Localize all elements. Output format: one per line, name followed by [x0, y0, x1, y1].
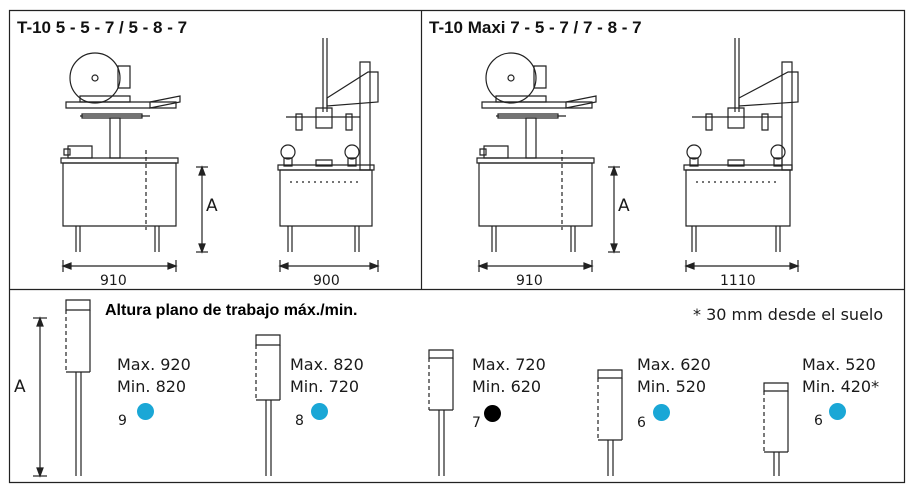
position-1-level: 9 — [118, 413, 127, 429]
right-height-arrow — [608, 167, 620, 252]
right-front-dimension — [479, 260, 592, 272]
position-3-dot — [484, 405, 501, 422]
position-5-level: 6 — [814, 413, 823, 429]
right-panel-title: T-10 Maxi 7 - 5 - 7 / 7 - 8 - 7 — [429, 18, 642, 37]
left-side-dimension — [280, 260, 378, 272]
left-height-label: A — [206, 196, 218, 216]
height-column-3 — [429, 350, 453, 476]
right-front-width-label: 910 — [516, 273, 543, 289]
right-side-width-label: 1110 — [720, 273, 756, 289]
position-2-dot — [311, 403, 328, 420]
position-4-min: Min. 520 — [637, 377, 707, 396]
position-1-max: Max. 920 — [117, 355, 191, 374]
position-2-min: Min. 720 — [290, 377, 360, 396]
position-3-max: Max. 720 — [472, 355, 546, 374]
heights-footnote: * 30 mm desde el suelo — [693, 305, 884, 324]
heights-height-label: A — [14, 377, 26, 397]
left-side-view — [278, 38, 378, 252]
left-front-view — [61, 53, 180, 252]
position-2-max: Max. 820 — [290, 355, 364, 374]
height-column-4 — [598, 370, 622, 476]
position-4-level: 6 — [637, 415, 646, 431]
height-column-5 — [764, 383, 788, 476]
position-5-min: Min. 420* — [802, 377, 880, 396]
position-1-min: Min. 820 — [117, 377, 187, 396]
height-column-1 — [66, 300, 90, 476]
left-height-arrow — [196, 167, 208, 252]
outer-frame — [10, 11, 905, 483]
left-panel-title: T-10 5 - 5 - 7 / 5 - 8 - 7 — [17, 18, 188, 37]
position-2-level: 8 — [295, 413, 304, 429]
right-front-view — [477, 53, 596, 252]
position-5-max: Max. 520 — [802, 355, 876, 374]
right-side-dimension — [686, 260, 798, 272]
position-3-level: 7 — [472, 415, 481, 431]
height-column-2 — [256, 335, 280, 476]
position-5-dot — [829, 403, 846, 420]
position-1-dot — [137, 403, 154, 420]
left-front-dimension — [63, 260, 176, 272]
heights-title: Altura plano de trabajo máx./min. — [105, 302, 358, 319]
position-4-max: Max. 620 — [637, 355, 711, 374]
left-side-width-label: 900 — [313, 273, 340, 289]
right-height-label: A — [618, 196, 630, 216]
position-3-min: Min. 620 — [472, 377, 542, 396]
position-4-dot — [653, 404, 670, 421]
right-side-view — [684, 38, 798, 252]
bottom-height-arrow — [33, 318, 47, 476]
left-front-width-label: 910 — [100, 273, 127, 289]
